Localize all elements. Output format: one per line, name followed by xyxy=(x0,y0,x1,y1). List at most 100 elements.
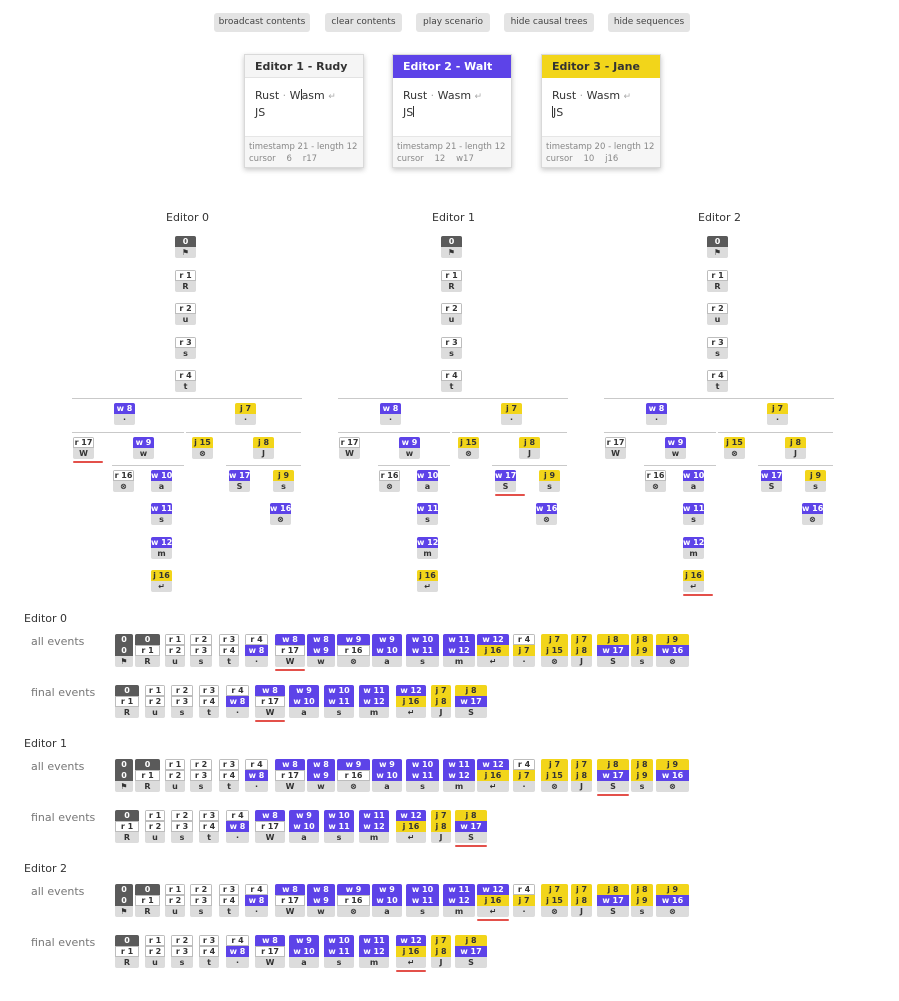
tree-node-j15[interactable]: j 15⊗ xyxy=(724,437,745,459)
tree-node-w8[interactable]: w 8· xyxy=(380,403,401,425)
tree-node-j7[interactable]: j 7· xyxy=(501,403,522,425)
tree-node-w8[interactable]: w 8· xyxy=(114,403,135,425)
tree-node-root[interactable]: 0⚑ xyxy=(441,236,462,258)
tree-node-w16[interactable]: w 16⊗ xyxy=(802,503,823,525)
tree-node-w16[interactable]: w 16⊗ xyxy=(270,503,291,525)
tree-node-r16[interactable]: r 16⊗ xyxy=(379,470,400,492)
tree-node-root[interactable]: 0⚑ xyxy=(707,236,728,258)
tree-node-j16[interactable]: j 16↵ xyxy=(417,570,438,592)
tree-node-j16[interactable]: j 16↵ xyxy=(151,570,172,592)
tree-node-j15[interactable]: j 15⊗ xyxy=(458,437,479,459)
tree-node-r16[interactable]: r 16⊗ xyxy=(113,470,134,492)
tree-node-j16[interactable]: j 16↵ xyxy=(683,570,704,592)
editor-textarea[interactable]: Rust · Wasm ↵ JS xyxy=(245,78,363,136)
tree-node-r16[interactable]: r 16⊗ xyxy=(645,470,666,492)
play-scenario-button[interactable]: play scenario xyxy=(416,13,490,32)
